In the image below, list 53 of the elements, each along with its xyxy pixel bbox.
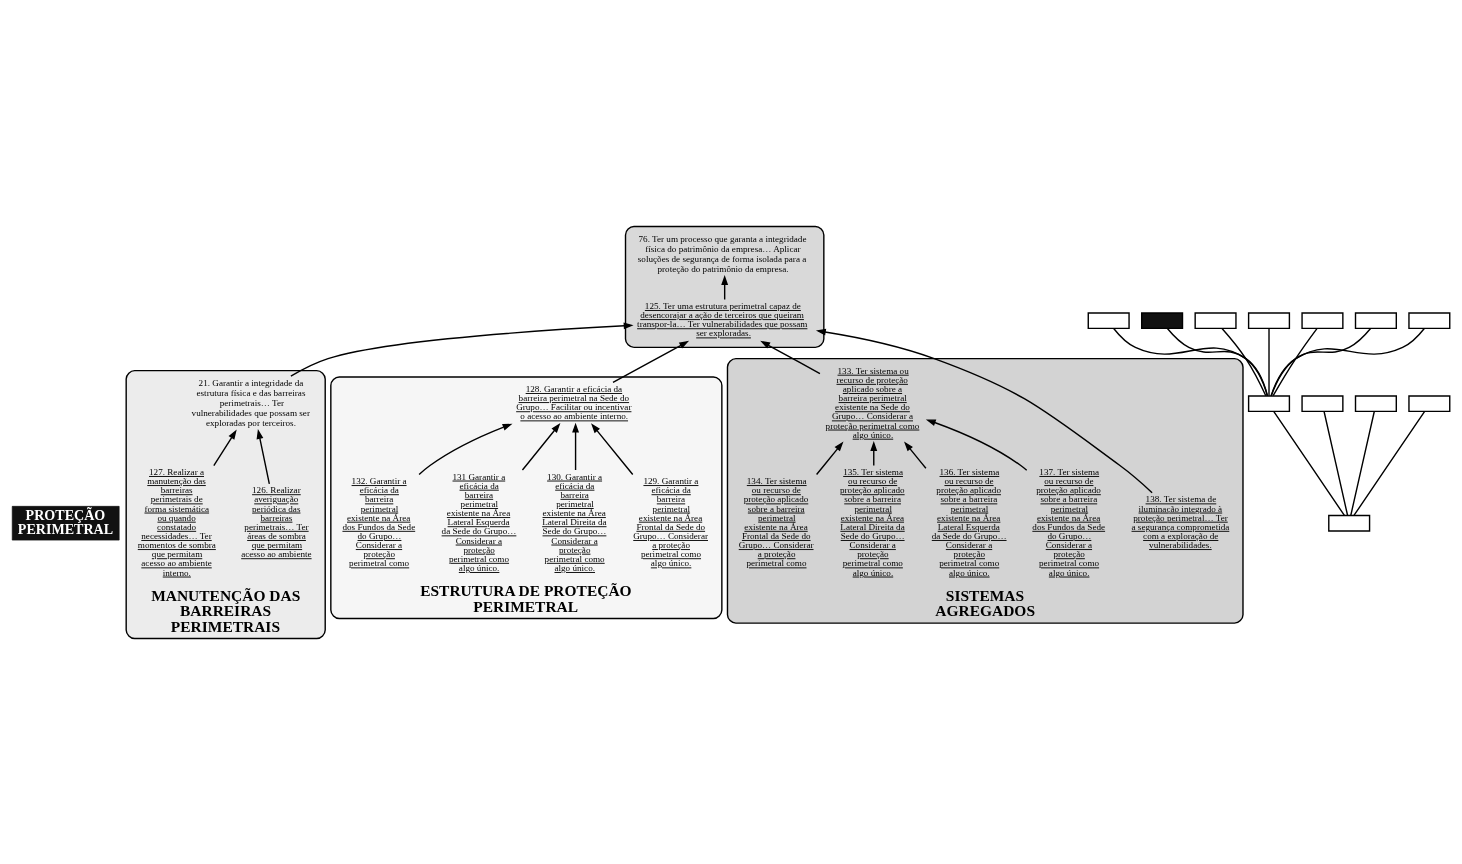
node-text: 134. Ter sistema ou recurso de proteção aplicado sobre a barreira perimetral existente na Área Frontal da Sede do Grupo… Considerar a proteção perimetral como: [738, 475, 814, 568]
node-box: [1194, 311, 1237, 329]
node-box: [1087, 311, 1130, 329]
arrow: [290, 321, 634, 377]
connector: [1273, 410, 1346, 516]
node-text: 137. Ter sistema ou recurso de proteção aplicado sobre a barreira perimetral existente na Área dos Fundos da Sede do Grupo… Considerar a proteção perimetral como algo único.: [1032, 466, 1106, 578]
node-box: [1354, 394, 1397, 412]
node-text: 138. Ter sistema de iluminação integrado à proteção perimetral… Ter a segurança comprometida com a exploração de vulnerabilidades.: [1131, 493, 1230, 550]
arrow: [815, 328, 1153, 493]
connector: [1270, 327, 1425, 397]
node-text: 127. Realizar a manutenção das barreiras perimetrais de forma sistemática ou quando constatado necessidades… Ter momentos de sombra que permitam acesso ao ambiente interno.: [137, 466, 216, 578]
connector: [1166, 327, 1268, 396]
node-text: 136. Ter sistema ou recurso de proteção aplicado sobre a barreira perimetral existente na Área Lateral Esquerda da Sede do Grupo… Considerar a proteção perimetral como algo único.: [931, 466, 1007, 578]
arrow: [760, 340, 821, 374]
node-box: [1408, 394, 1451, 412]
node-text: 128. Garantir a eficácia da barreira perimetral na Sede do Grupo… Facilitar ou incentivar o acesso ao ambiente interno.: [516, 383, 632, 421]
arrow: [572, 422, 580, 471]
arrow: [815, 441, 844, 475]
node-text: 131 Garantir a eficácia da barreira perimetral existente na Área Lateral Esquerda da Sede do Grupo… Considerar a proteção perimetral como algo único.: [441, 471, 517, 573]
node-box: [1328, 514, 1371, 532]
node-box: [1301, 311, 1344, 329]
arrow: [418, 423, 513, 475]
node-box: [1247, 311, 1291, 329]
connector: [1113, 327, 1269, 397]
node-text: 135. Ter sistema ou recurso de proteção aplicado sobre a barreira perimetral existente na Área Lateral Direita da Sede do Grupo… Considerar a proteção perimetral como algo único.: [840, 466, 905, 578]
node-text: 76. Ter um processo que garanta a integridade física do patrimônio da empresa… Aplicar soluções de segurança de forma isolada para a proteção do patrimônio da empresa.: [637, 233, 807, 274]
connector: [1270, 327, 1372, 396]
node-text: 21. Garantir a integridade da estrutura física e das barreiras perimetrais… Ter vulnerabilidades que possam ser exploradas por terceiros.: [191, 377, 310, 428]
connector: [1268, 327, 1270, 396]
node-text: 126. Realizar averiguação periódica das barreiras perimetrais… Ter áreas de sombra que permitam acesso ao ambiente: [241, 484, 312, 559]
connector: [1272, 327, 1318, 396]
connector: [1221, 327, 1267, 396]
arrow: [925, 418, 1028, 471]
node-box: PROTEÇÃO PERIMETRAL: [11, 505, 120, 540]
connector: [1350, 410, 1375, 516]
node-text: 130. Garantir a eficácia da barreira perimetral existente na Área Lateral Direita da Sede do Grupo… Considerar a proteção perimetral como algo único.: [542, 471, 607, 573]
arrow: [904, 440, 927, 469]
node-box: [1141, 311, 1184, 329]
node-text: 125. Ter uma estrutura perimetral capaz de desencorajar a ação de terceiros que queiram transpor-la… Ter vulnerabilidades que possam ser exploradas.: [637, 300, 808, 338]
connector: [1323, 410, 1349, 516]
node-text: 129. Garantir a eficácia da barreira perimetral existente na Área Frontal da Sede do Grupo… Considerar a proteção perimetral como algo único.: [633, 475, 709, 568]
connector: [1353, 410, 1426, 516]
arrow: [612, 340, 690, 383]
node-box: [1301, 394, 1344, 412]
node-box: [1247, 394, 1291, 412]
node-box: [1408, 311, 1451, 329]
node-text: 133. Ter sistema ou recurso de proteção aplicado sobre a barreira perimetral existente na Sede do Grupo… Considerar a proteção perimetral como algo único.: [825, 365, 920, 440]
arrow: [213, 429, 237, 466]
arrow: [591, 422, 634, 475]
node-text: 132. Garantir a eficácia da barreira perimetral existente na Área dos Fundos da Sede do Grupo… Considerar a proteção perimetral como: [342, 475, 416, 568]
arrow: [256, 428, 271, 485]
node-box: [1354, 311, 1397, 329]
arrow: [521, 422, 561, 471]
